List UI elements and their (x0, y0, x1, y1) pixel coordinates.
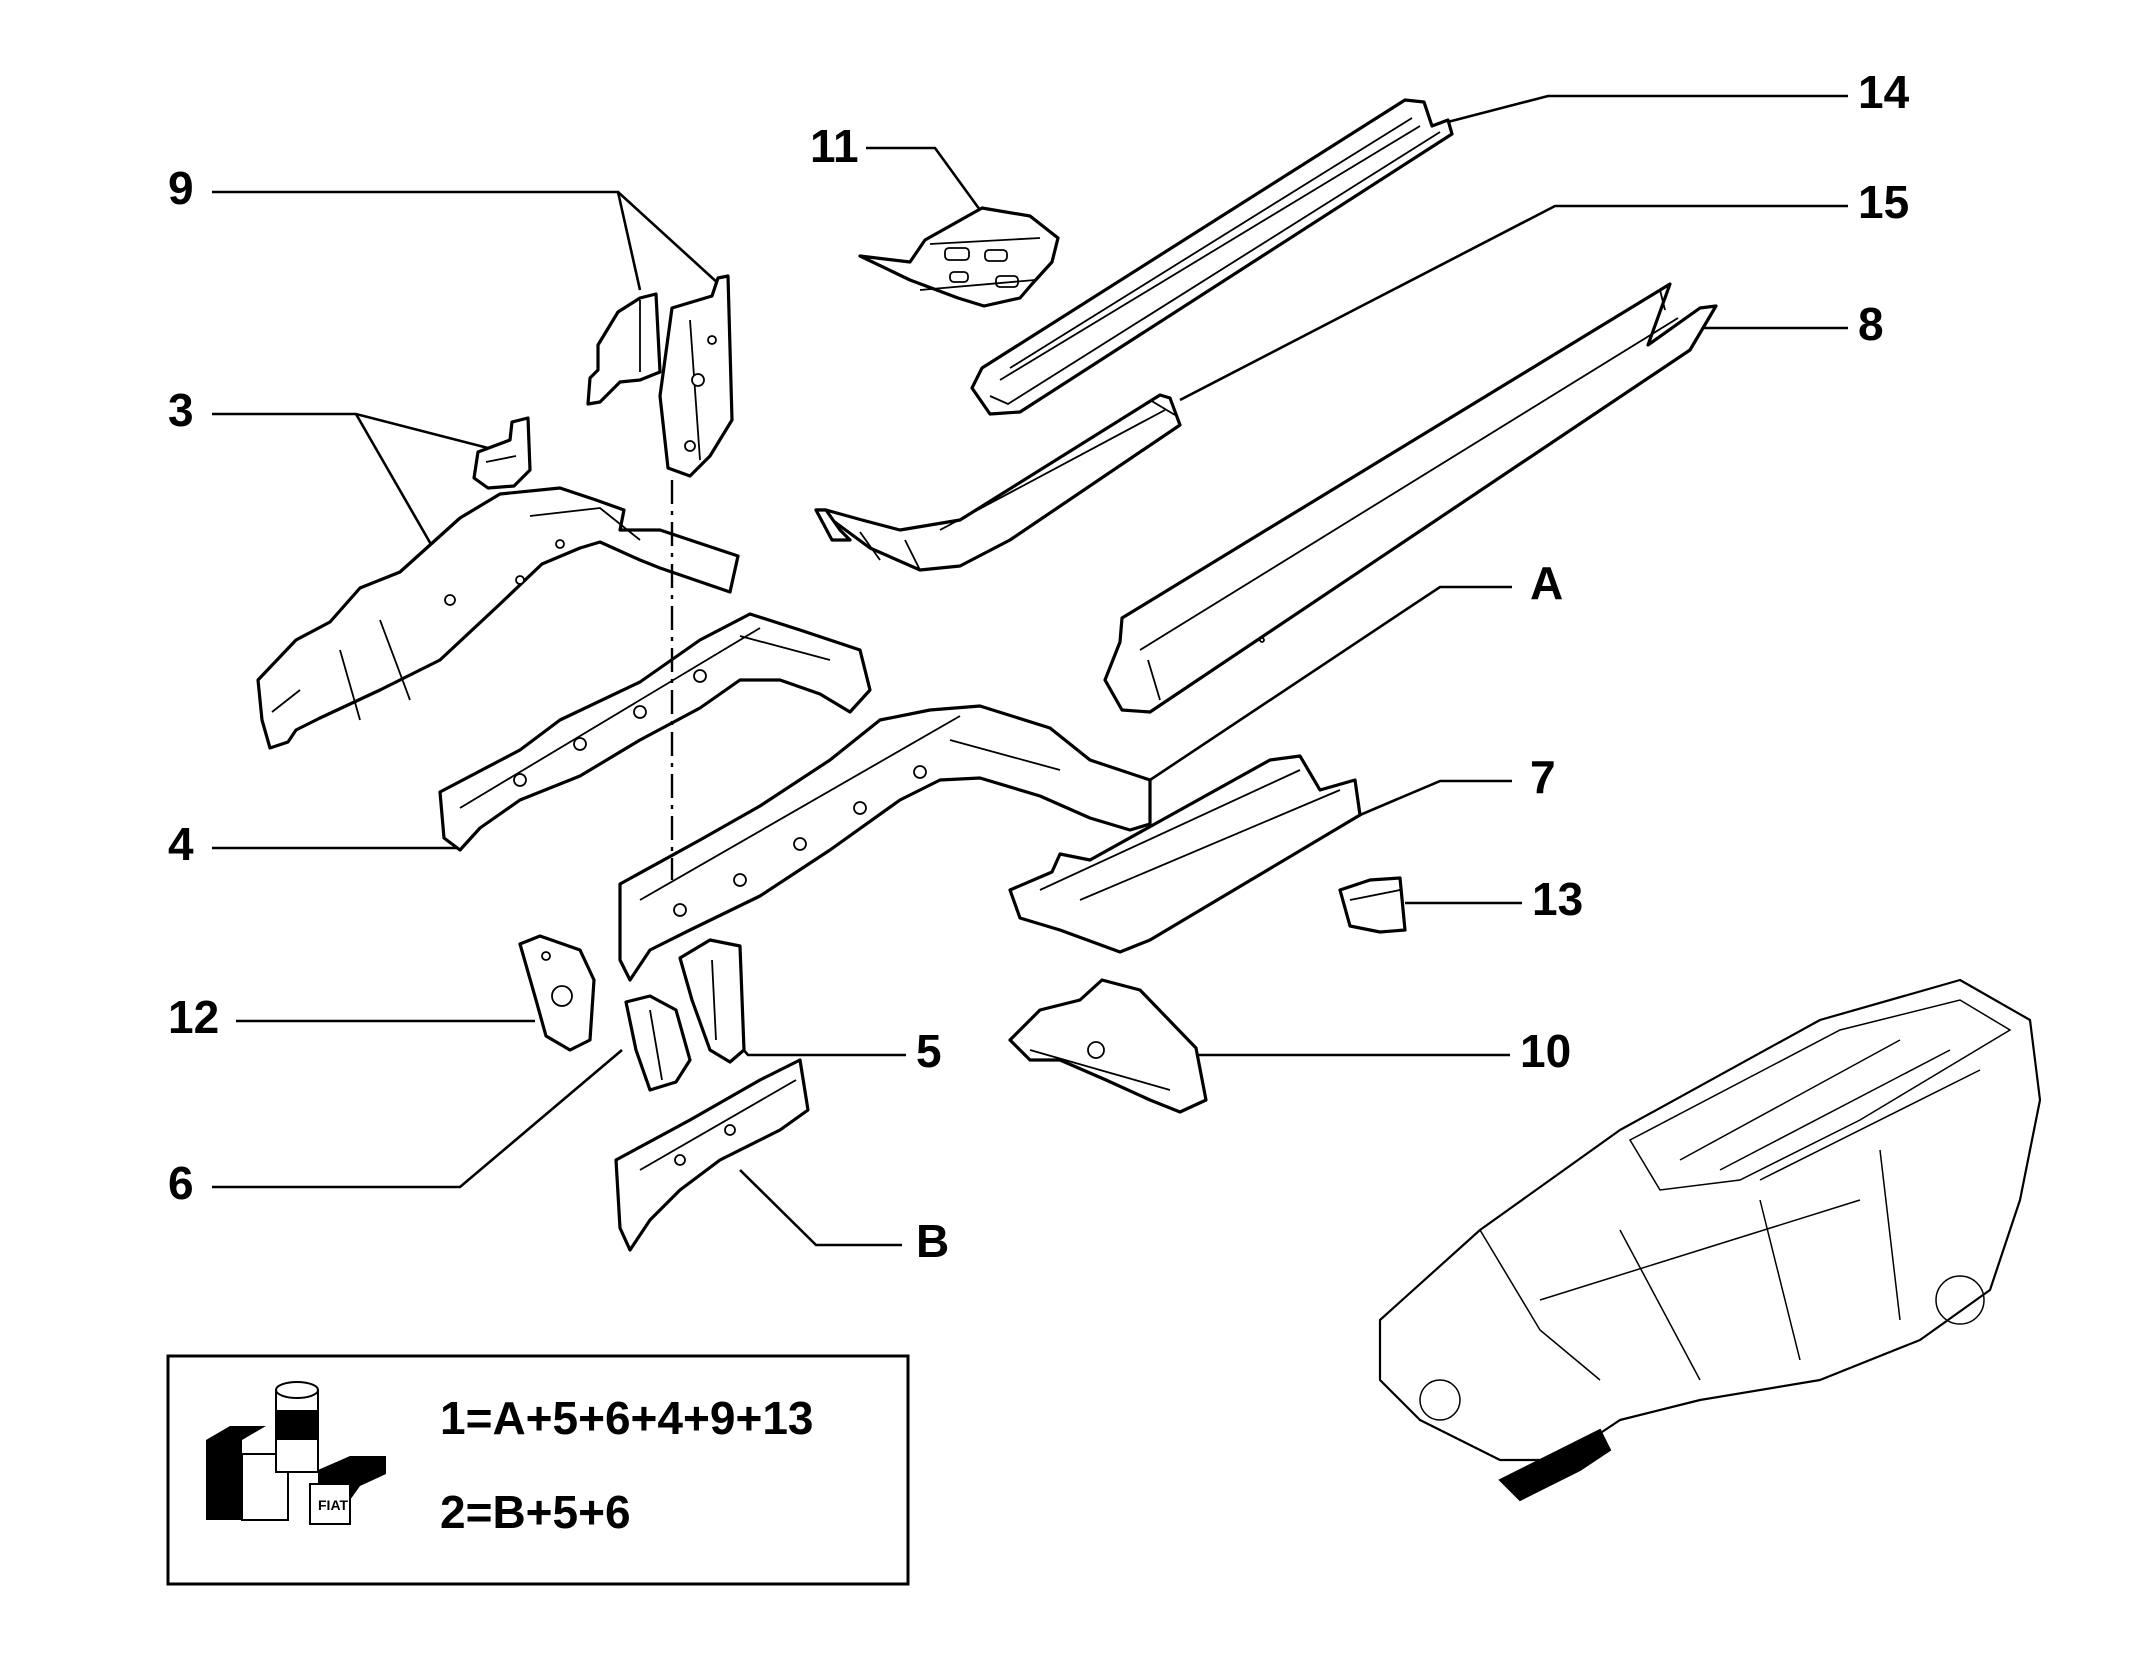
logo-text: FIAT (318, 1497, 349, 1513)
leader-7 (1359, 779, 1512, 817)
highlighted-rail-on-car (1498, 1428, 1612, 1502)
leader-8 (1688, 318, 1848, 330)
callout-9: 9 (168, 162, 194, 214)
part-11-floor-plate (858, 206, 1060, 308)
leader-11 (866, 146, 982, 211)
legend-formula-2: 2=B+5+6 (440, 1486, 631, 1538)
car-body-illustration (1378, 978, 2042, 1502)
part-A-main-rail (618, 704, 1152, 982)
part-5-6-brackets (624, 938, 746, 1092)
leader-6 (212, 1049, 623, 1189)
callout-15: 15 (1858, 176, 1909, 228)
leader-5 (734, 1039, 906, 1057)
part-13-clip (1338, 876, 1407, 934)
part-12-plate (518, 934, 596, 1052)
legend-formula-1: 1=A+5+6+4+9+13 (440, 1392, 813, 1444)
part-4-upper-rail (438, 612, 872, 852)
part-7-lower-sill (1008, 754, 1362, 954)
callout-11: 11 (810, 120, 859, 172)
leader-A (1149, 585, 1512, 782)
legend-box: FIAT 1=A+5+6+4+9+13 2=B+5+6 (166, 1354, 910, 1586)
leader-14 (1439, 94, 1848, 126)
part-10-crossmember (1008, 978, 1208, 1114)
part-15-curved-sill (814, 393, 1182, 572)
leader-15 (1179, 204, 1848, 402)
callout-3: 3 (168, 384, 194, 436)
callout-B: B (916, 1215, 949, 1267)
callout-labels: 14 11 15 9 8 3 A 7 4 13 12 5 10 6 B (168, 66, 1910, 1267)
callout-A: A (1530, 557, 1563, 609)
leader-9a (212, 190, 642, 291)
leader-B (739, 1169, 902, 1247)
part-9-brackets (586, 274, 734, 478)
callout-6: 6 (168, 1157, 194, 1209)
callout-13: 13 (1532, 873, 1583, 925)
callout-14: 14 (1858, 66, 1910, 118)
part-14-sill-rail (970, 98, 1454, 416)
leader-3a (212, 412, 489, 450)
callout-12: 12 (168, 991, 219, 1043)
part-B-lower-rail (614, 1058, 810, 1252)
callout-10: 10 (1520, 1025, 1571, 1077)
callout-5: 5 (916, 1025, 942, 1077)
callout-7: 7 (1530, 751, 1556, 803)
leader-3b (354, 413, 442, 561)
leader-9b (617, 191, 721, 286)
part-3-bracket-rail (256, 416, 740, 750)
kit-logo-icon: FIAT (206, 1381, 386, 1525)
callout-4: 4 (168, 818, 194, 870)
part-8-long-sill (1103, 282, 1718, 714)
callout-8: 8 (1858, 298, 1884, 350)
